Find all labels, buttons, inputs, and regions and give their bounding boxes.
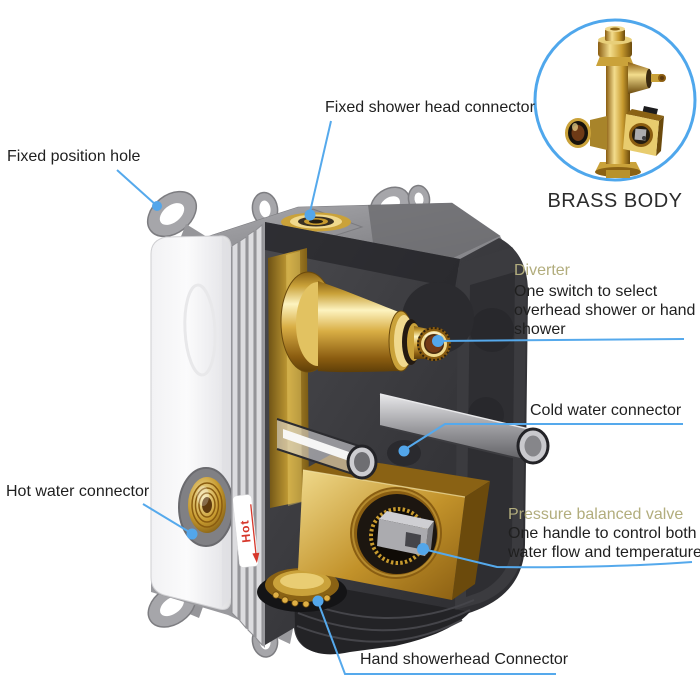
inset-brass-body <box>533 18 697 182</box>
diverter-leader <box>437 338 685 342</box>
label-fixed-shower-head-connector: Fixed shower head connector <box>325 99 535 116</box>
diverter-stem <box>280 271 451 373</box>
box-ridges <box>231 222 265 648</box>
label-diverter-line-3: shower <box>514 321 566 338</box>
hot-water-connector-port <box>178 467 234 547</box>
callout-dot <box>312 595 324 607</box>
label-hot-water-connector: Hot water connector <box>6 483 150 500</box>
label-diverter-line-2: overhead shower or hand <box>514 302 696 319</box>
label-diverter-title: Diverter <box>514 262 571 279</box>
label-hand-showerhead-connector: Hand showerhead Connector <box>360 651 569 668</box>
callout-dots <box>152 201 444 607</box>
pressure-valve-leader <box>422 548 693 569</box>
inset-caption: BRASS BODY <box>547 190 683 212</box>
label-pressure-valve-line-2: water flow and temperature <box>508 544 700 561</box>
hot-water-leader <box>142 503 192 534</box>
hot-sticker-text: Hot <box>237 519 253 543</box>
inlet-tube <box>276 418 378 480</box>
hand-showerhead-leader <box>317 601 556 675</box>
label-pressure-valve-title: Pressure balanced valve <box>508 506 684 523</box>
callout-dot <box>417 543 429 555</box>
callout-dot <box>398 445 410 457</box>
callout-dot <box>304 209 316 221</box>
label-pressure-valve-line-1: One handle to control both <box>508 525 697 542</box>
cold-water-pipe <box>379 393 550 466</box>
pressure-balanced-valve <box>298 455 490 600</box>
hot-sticker: Hot <box>232 494 260 568</box>
label-fixed-position-hole: Fixed position hole <box>7 148 141 165</box>
box-front-panel <box>150 235 293 644</box>
label-diverter-line-1: One switch to select <box>514 283 658 300</box>
callout-dot <box>186 528 198 540</box>
leader-lines <box>116 120 693 675</box>
fixed-position-hole-leader <box>116 169 157 206</box>
fixed-shower-head-leader <box>309 120 332 213</box>
cold-water-leader <box>403 423 683 451</box>
callout-dot <box>152 201 162 211</box>
label-cold-water-connector: Cold water connector <box>530 402 682 419</box>
callout-dot <box>432 335 444 347</box>
